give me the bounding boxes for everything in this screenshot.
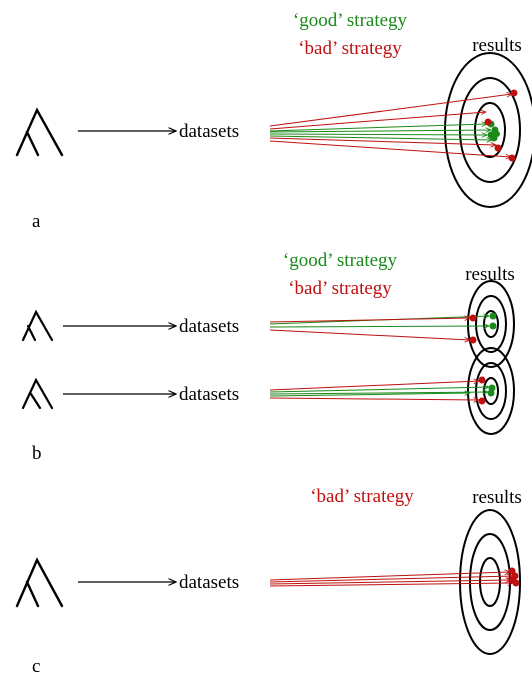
bad-strategy-label: ‘bad’ strategy	[288, 278, 392, 299]
bad-strategy-arrows	[269, 572, 513, 587]
good-strategy-arrows	[269, 124, 492, 140]
panel-label-c: c	[32, 656, 40, 677]
tree-icon	[21, 377, 54, 410]
tree-icon	[15, 557, 64, 608]
bad-strategy-arrows	[269, 318, 470, 340]
bad-strategy-label: ‘bad’ strategy	[298, 38, 402, 59]
datasets-label: datasets	[179, 384, 239, 405]
bad-strategy-arrows	[269, 381, 479, 400]
results-label: results	[465, 264, 515, 285]
panel-label-b: b	[32, 443, 42, 464]
good-result-dots	[489, 312, 497, 330]
bad-result-dots	[508, 567, 520, 587]
panel-c: ‘bad’ strategy results datasets c	[15, 486, 522, 677]
good-strategy-arrows	[269, 387, 489, 397]
bad-strategy-label: ‘bad’ strategy	[310, 486, 414, 507]
bad-result-dots	[478, 376, 486, 405]
bad-result-dots	[484, 89, 518, 162]
datasets-label: datasets	[179, 121, 239, 142]
results-label: results	[472, 35, 522, 56]
tree-icon	[21, 309, 54, 342]
datasets-label: datasets	[179, 316, 239, 337]
results-label: results	[472, 487, 522, 508]
good-strategy-label: ‘good’ strategy	[293, 10, 408, 31]
good-result-dots	[487, 384, 496, 397]
panel-a: ‘good’ strategy ‘bad’ strategy results d…	[15, 10, 532, 232]
panel-label-a: a	[32, 211, 41, 232]
good-strategy-label: ‘good’ strategy	[283, 250, 398, 271]
bad-result-dots	[469, 314, 477, 344]
datasets-label: datasets	[179, 572, 239, 593]
panel-b: ‘good’ strategy ‘bad’ strategy results d…	[21, 250, 515, 464]
tree-icon	[15, 107, 64, 157]
bad-strategy-arrows	[269, 94, 512, 157]
